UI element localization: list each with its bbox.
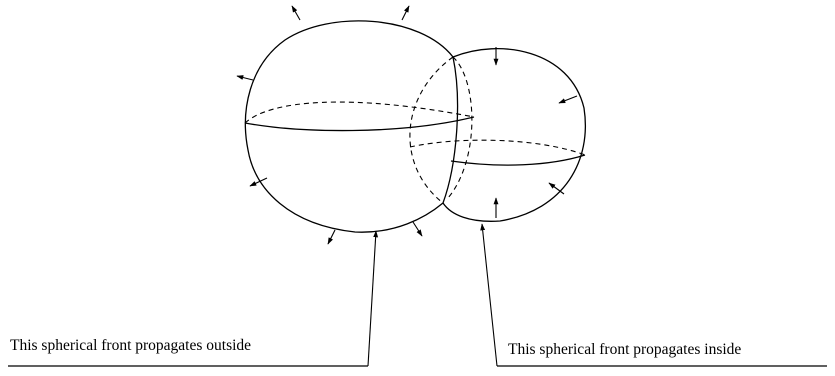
- outer-sphere-outline: [244, 20, 454, 233]
- outside-leader-arrow: [367, 230, 379, 367]
- leader-lines: [8, 223, 827, 367]
- outward-arrow-icon: [327, 229, 336, 245]
- inward-arrow-icon: [548, 182, 565, 195]
- inside-front-label: This spherical front propagates inside: [508, 341, 741, 358]
- inward-arrows: [493, 47, 578, 218]
- outer-sphere-equator-back: [244, 101, 475, 124]
- inner-sphere-equator-back: [409, 139, 586, 156]
- outer-sphere-equator-front: [244, 116, 475, 132]
- inner-sphere-equator-front: [450, 154, 586, 166]
- inward-arrow-icon: [558, 95, 578, 104]
- outer-sphere: [244, 20, 475, 233]
- outward-arrows: [236, 5, 423, 245]
- outward-arrow-icon: [401, 5, 410, 21]
- outward-arrow-icon: [249, 177, 268, 187]
- outward-arrow-icon: [291, 5, 301, 21]
- outside-front-label: This spherical front propagates outside: [10, 337, 251, 354]
- inner-sphere-hidden-arc: [447, 56, 473, 199]
- outward-arrow-icon: [412, 221, 423, 237]
- outward-arrow-icon: [236, 75, 254, 81]
- inside-leader-arrow: [480, 223, 498, 367]
- inner-sphere: [409, 48, 586, 222]
- intersection-curve-front: [442, 56, 459, 204]
- intersection-curve-back: [409, 56, 454, 204]
